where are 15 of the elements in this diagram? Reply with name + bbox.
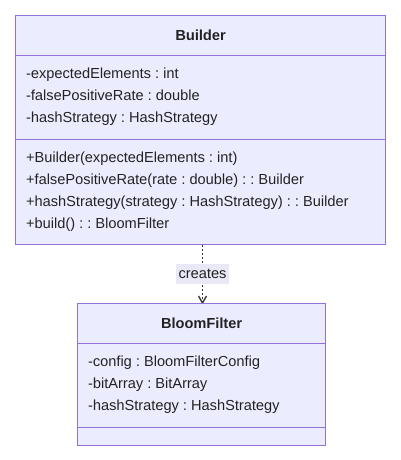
method-text: +hashStrategy(strategy : HashStrategy) : : Builder: [26, 193, 348, 212]
class-box: [15, 15, 386, 245]
attribute-text: -expectedElements : int: [26, 65, 179, 84]
attribute-text: -hashStrategy : HashStrategy: [88, 397, 280, 416]
attribute-text: -falsePositiveRate : double: [26, 87, 200, 106]
edge-label: creates: [176, 264, 230, 284]
attribute-text: -config : BloomFilterConfig: [88, 353, 260, 372]
class-box: [77, 303, 326, 446]
class-name: BloomFilter: [160, 316, 242, 332]
method-text: +build() : : BloomFilter: [26, 215, 170, 234]
attribute-text: -hashStrategy : HashStrategy: [26, 109, 218, 128]
attribute-text: -bitArray : BitArray: [88, 375, 208, 394]
method-text: +Builder(expectedElements : int): [26, 149, 238, 168]
method-text: +falsePositiveRate(rate : double) : : Builder: [26, 171, 304, 190]
class-name: Builder: [175, 28, 226, 44]
